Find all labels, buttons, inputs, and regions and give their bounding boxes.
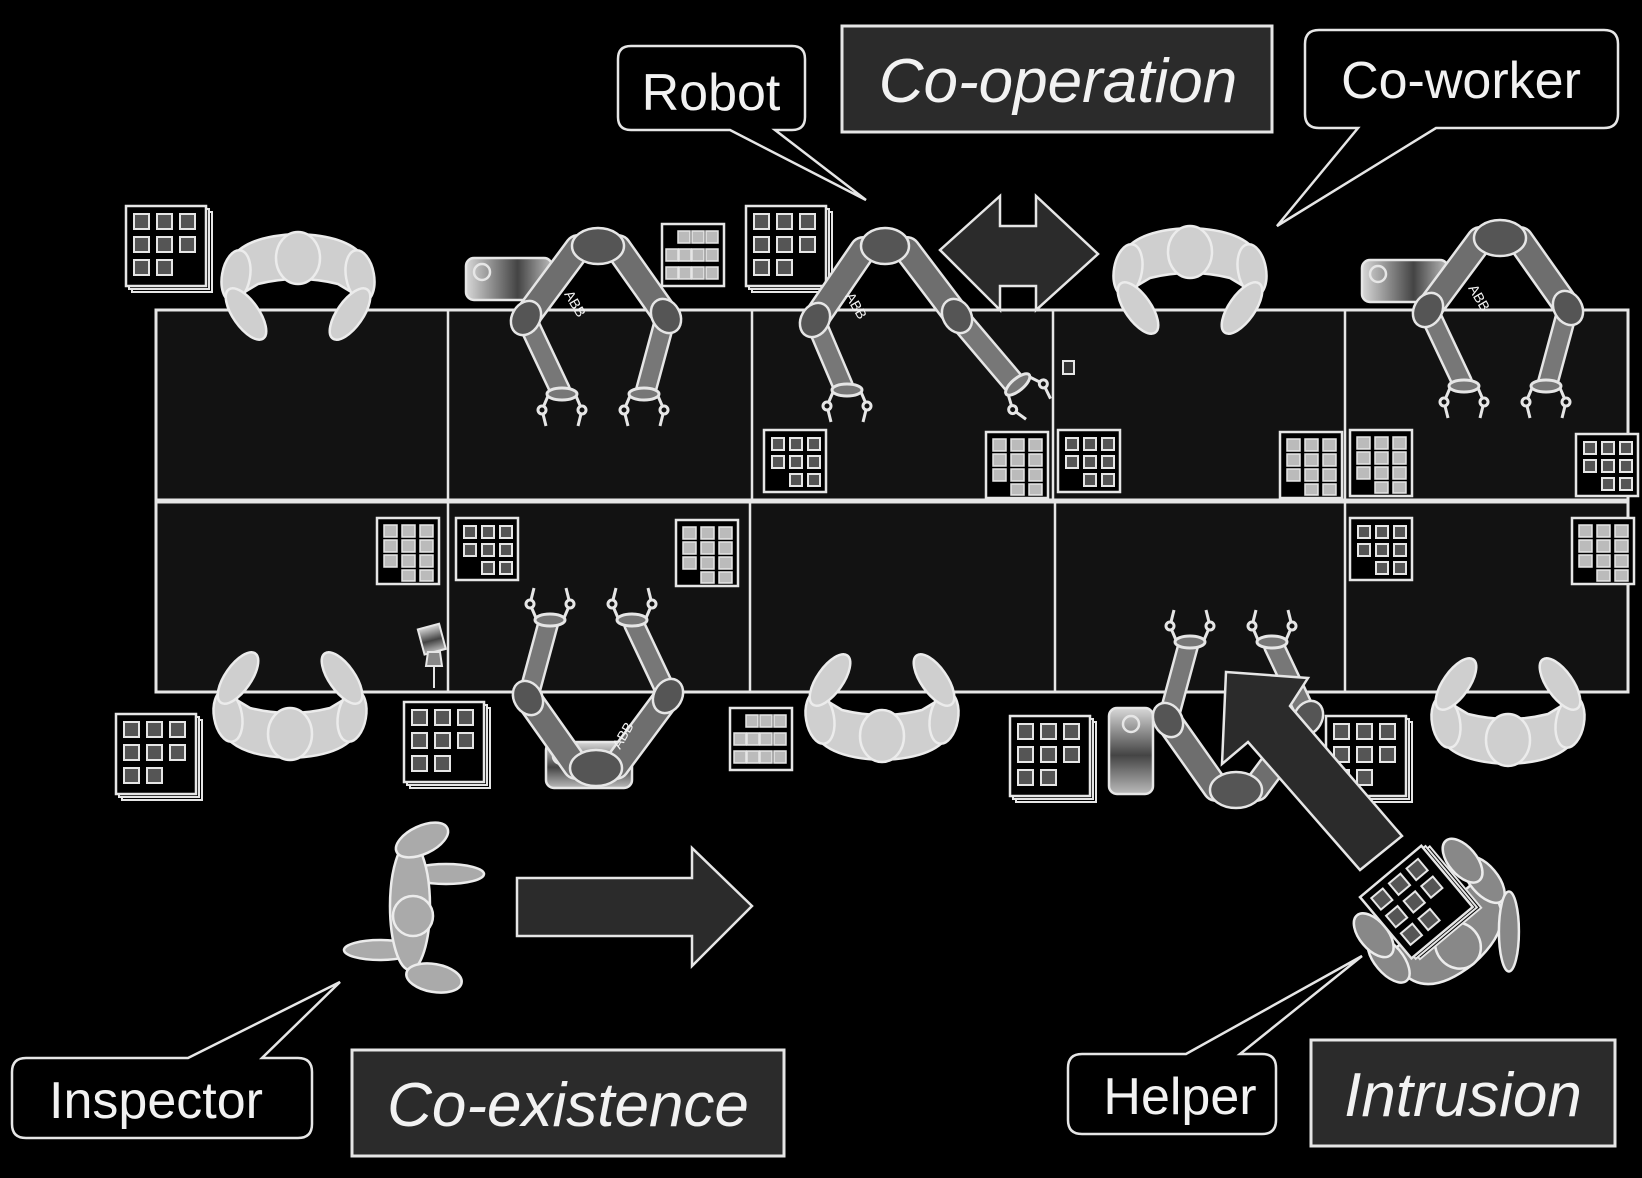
co-existence-mode-box: Co-existence — [350, 1048, 786, 1158]
robot-callout-label: Robot — [642, 64, 781, 122]
robot-arm-icon: ABB — [507, 588, 689, 788]
helper-callout-label: Helper — [1103, 1068, 1256, 1126]
helper-icon — [1352, 837, 1521, 986]
co-worker-callout-label: Co-worker — [1341, 52, 1581, 110]
parts-bin-icon — [762, 428, 828, 494]
parts-bin-icon — [984, 430, 1050, 500]
parts-bin-icon — [1348, 516, 1414, 582]
part-icon — [1062, 360, 1075, 375]
parts-bin-icon — [728, 706, 794, 772]
co-operation-arrow-icon — [938, 193, 1100, 314]
camera-icon — [416, 622, 448, 688]
inspector-callout: Inspector — [10, 980, 341, 1140]
parts-bin-icon — [1570, 516, 1636, 586]
co-operation-mode-label: Co-operation — [879, 47, 1237, 116]
parts-tray-icon — [744, 204, 834, 294]
co-operation-mode-box: Co-operation — [840, 24, 1274, 134]
parts-bin-icon — [454, 516, 520, 582]
parts-bin-icon — [674, 518, 740, 588]
parts-tray-icon — [402, 700, 492, 790]
parts-tray-icon — [124, 204, 214, 294]
helper-callout: Helper — [1066, 954, 1363, 1136]
co-existence-arrow-icon — [515, 845, 754, 970]
intrusion-mode-box: Intrusion — [1309, 1038, 1617, 1148]
parts-bin-icon — [1348, 428, 1414, 498]
parts-tray-icon — [1008, 714, 1098, 804]
controller-button-icon — [1121, 714, 1141, 734]
co-worker-callout: Co-worker — [1276, 28, 1620, 228]
intrusion-arrow-icon — [1220, 670, 1404, 872]
parts-bin-icon — [660, 222, 726, 288]
robot-controller-icon — [1107, 706, 1155, 796]
assembly-line-tables — [154, 308, 1630, 694]
parts-bin-icon — [1278, 430, 1344, 500]
inspector-icon — [342, 821, 486, 994]
parts-tray-icon — [114, 712, 204, 802]
co-existence-mode-label: Co-existence — [387, 1071, 749, 1140]
intrusion-mode-label: Intrusion — [1344, 1061, 1582, 1130]
inspector-callout-label: Inspector — [49, 1072, 263, 1130]
parts-bin-icon — [1574, 432, 1640, 498]
parts-bin-icon — [1056, 428, 1122, 494]
robot-callout: Robot — [616, 44, 867, 202]
parts-bin-icon — [375, 516, 441, 586]
